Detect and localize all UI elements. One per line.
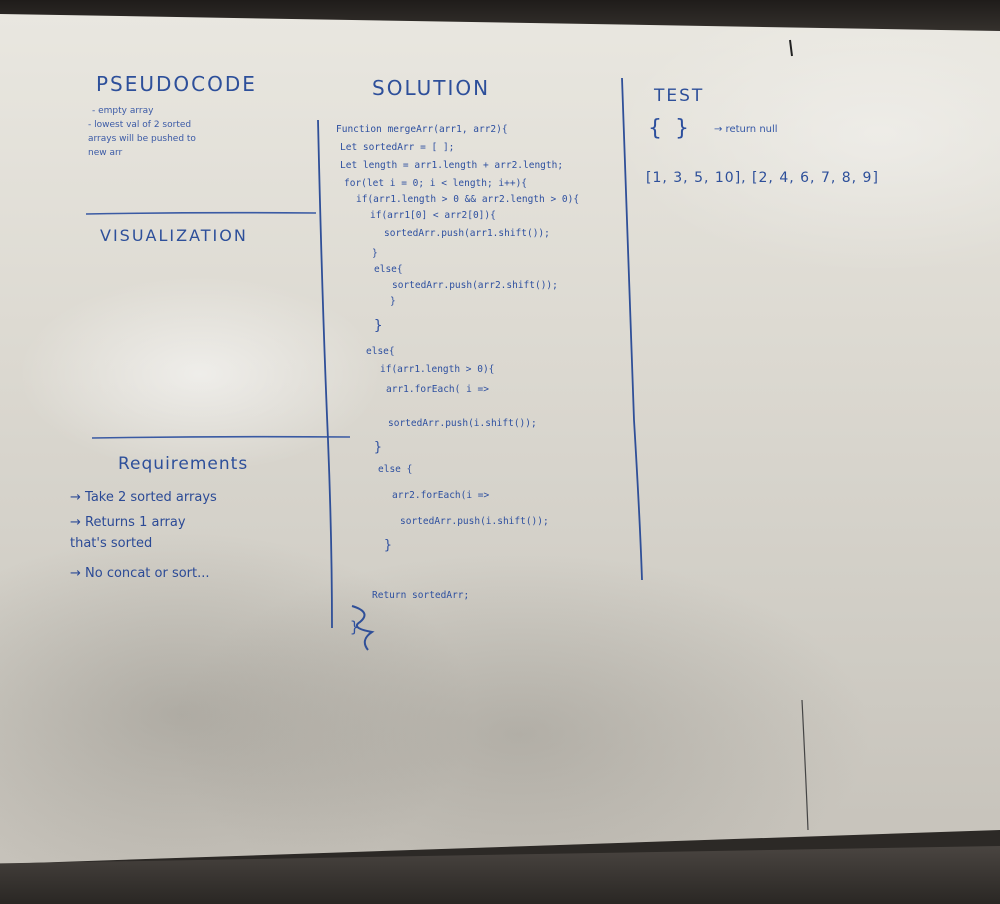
stray-mark [789, 39, 793, 57]
requirement-item-2: → Returns 1 array [70, 515, 186, 530]
divider-left-solution [317, 119, 333, 629]
code-line-21: } [384, 538, 392, 553]
solution-heading: SOLUTION [372, 76, 491, 100]
code-line-17: } [374, 440, 382, 455]
code-line-1: Function mergeArr(arr1, arr2){ [336, 124, 508, 135]
test-array-input: [1, 3, 5, 10], [2, 4, 6, 7, 8, 9] [646, 170, 879, 186]
test-empty-input: { } [648, 116, 692, 141]
code-line-11: } [390, 296, 396, 307]
pseudocode-note-1: - empty array [92, 106, 154, 116]
code-line-23: } [350, 618, 360, 636]
requirement-item-4: → No concat or sort... [70, 566, 210, 581]
code-line-5: if(arr1.length > 0 && arr2.length > 0){ [356, 194, 580, 205]
pseudocode-note-3: arrays will be pushed to [88, 134, 196, 144]
code-line-7: sortedArr.push(arr1.shift()); [384, 228, 550, 239]
requirement-item-3: that's sorted [70, 536, 153, 551]
code-line-12: } [374, 318, 383, 334]
code-line-14: if(arr1.length > 0){ [380, 364, 495, 375]
test-empty-note: → return null [714, 124, 778, 135]
requirement-item-1: → Take 2 sorted arrays [70, 490, 217, 505]
code-line-8: } [372, 248, 378, 259]
divider-solution-test [621, 77, 643, 581]
requirements-heading: Requirements [118, 454, 249, 474]
divider-pseudocode-visualization [85, 211, 317, 215]
code-line-19: arr2.forEach(i => [392, 490, 490, 501]
code-line-3: Let length = arr1.length + arr2.length; [340, 160, 564, 171]
code-line-22: Return sortedArr; [372, 590, 470, 601]
test-heading: TEST [654, 86, 705, 106]
closing-brace-mark [351, 605, 375, 651]
code-line-6: if(arr1[0] < arr2[0]){ [370, 210, 496, 221]
pseudocode-note-4: new arr [88, 148, 123, 158]
divider-visualization-requirements [91, 435, 351, 439]
code-line-16: sortedArr.push(i.shift()); [388, 418, 537, 429]
code-line-9: else{ [374, 264, 403, 275]
whiteboard-surface [0, 14, 1000, 864]
code-line-10: sortedArr.push(arr2.shift()); [392, 280, 558, 291]
pseudocode-note-2: - lowest val of 2 sorted [88, 120, 192, 130]
code-line-4: for(let i = 0; i < length; i++){ [344, 178, 528, 189]
code-line-18: else { [378, 464, 413, 475]
board-crack-line [801, 699, 809, 831]
code-line-13: else{ [366, 346, 395, 357]
pseudocode-heading: PSEUDOCODE [96, 72, 257, 96]
code-line-20: sortedArr.push(i.shift()); [400, 516, 549, 527]
code-line-15: arr1.forEach( i => [386, 384, 489, 395]
code-line-2: Let sortedArr = [ ]; [340, 142, 455, 153]
visualization-heading: VISUALIZATION [100, 226, 248, 245]
